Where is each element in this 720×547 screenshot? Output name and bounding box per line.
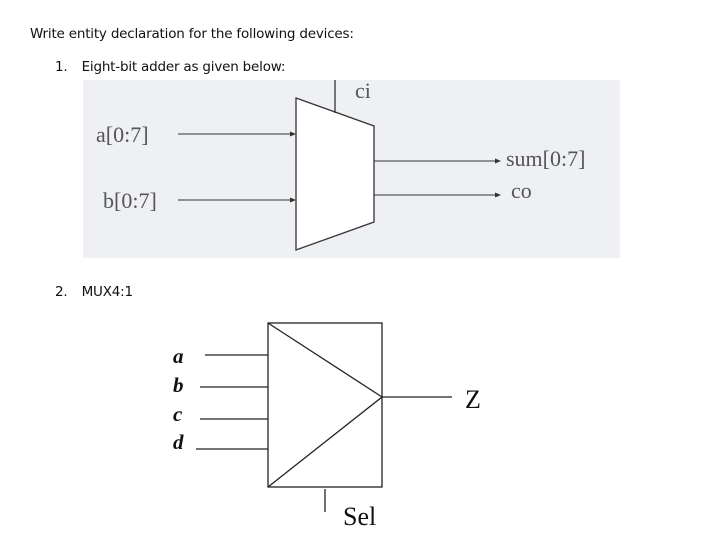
mux-label-b: b bbox=[173, 373, 184, 397]
item-1: 1. Eight-bit adder as given below: bbox=[55, 59, 285, 75]
mux-diagram-svg: a b c d Z Sel bbox=[173, 322, 481, 531]
adder-diagram: a[0:7] b[0:7] ci sum[0:7] co bbox=[83, 80, 620, 258]
mux-label-d: d bbox=[173, 430, 184, 454]
mux-label-output: Z bbox=[465, 385, 481, 414]
label-input-b: b[0:7] bbox=[103, 188, 157, 213]
mux-body bbox=[267, 322, 383, 488]
label-output-sum: sum[0:7] bbox=[506, 146, 585, 171]
input-a-arrowhead bbox=[290, 131, 296, 137]
mux-diagram: a b c d Z Sel bbox=[160, 315, 560, 535]
label-input-a: a[0:7] bbox=[96, 122, 149, 147]
label-output-carry: co bbox=[511, 178, 532, 203]
mux-label-select: Sel bbox=[343, 502, 376, 531]
label-carry-in: ci bbox=[355, 80, 371, 103]
instruction-heading: Write entity declaration for the followi… bbox=[30, 26, 354, 42]
item-1-text: Eight-bit adder as given below: bbox=[81, 59, 286, 75]
output-sum-arrowhead bbox=[495, 158, 501, 164]
mux-label-a: a bbox=[173, 344, 184, 368]
adder-diagram-svg: a[0:7] b[0:7] ci sum[0:7] co bbox=[96, 80, 585, 251]
item-1-number: 1. bbox=[55, 59, 68, 75]
output-carry-arrowhead bbox=[495, 192, 501, 198]
input-b-arrowhead bbox=[290, 197, 296, 203]
adder-body bbox=[295, 97, 375, 251]
item-2-text: MUX4:1 bbox=[81, 284, 134, 300]
item-2: 2. MUX4:1 bbox=[55, 284, 133, 300]
mux-label-c: c bbox=[173, 402, 183, 426]
item-2-number: 2. bbox=[55, 284, 68, 300]
